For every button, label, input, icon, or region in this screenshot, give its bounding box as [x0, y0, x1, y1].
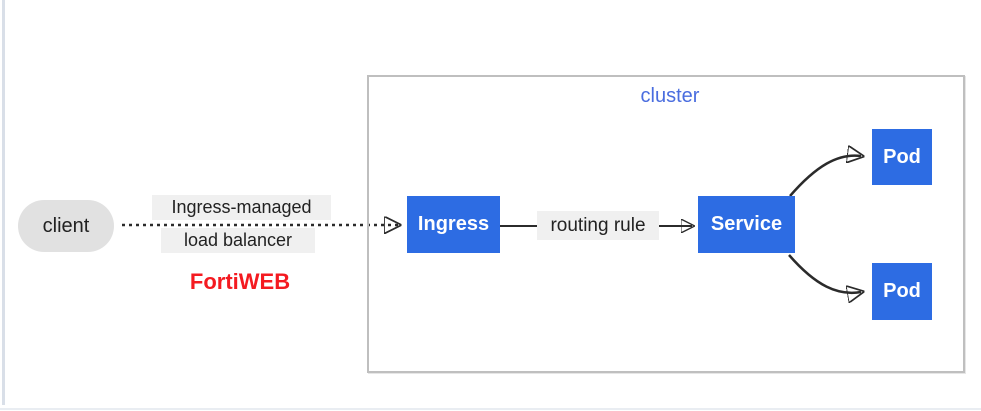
cluster-boundary — [367, 75, 965, 373]
service-label: Service — [710, 213, 783, 235]
pod-bottom-label: Pod — [883, 280, 921, 302]
page-left-border — [2, 0, 5, 405]
ingress-label: Ingress — [417, 213, 490, 235]
client-node: client — [18, 200, 114, 252]
fortiweb-label: FortiWEB — [189, 269, 291, 294]
cluster-label: cluster — [640, 85, 700, 107]
service-node: Service — [698, 196, 795, 253]
client-label: client — [42, 214, 90, 237]
page-bottom-border — [0, 408, 981, 410]
pod-bottom-node: Pod — [872, 263, 932, 320]
ingress-node: Ingress — [407, 196, 500, 253]
pod-top-node: Pod — [872, 129, 932, 185]
routing-rule-label: routing rule — [537, 211, 659, 240]
load-balancer-label-line1: Ingress-managed — [152, 195, 331, 220]
service-to-pod-top-arrow — [789, 156, 861, 197]
service-to-pod-bottom-arrow — [788, 254, 861, 293]
load-balancer-label-line2: load balancer — [161, 228, 315, 253]
pod-top-label: Pod — [883, 145, 921, 168]
